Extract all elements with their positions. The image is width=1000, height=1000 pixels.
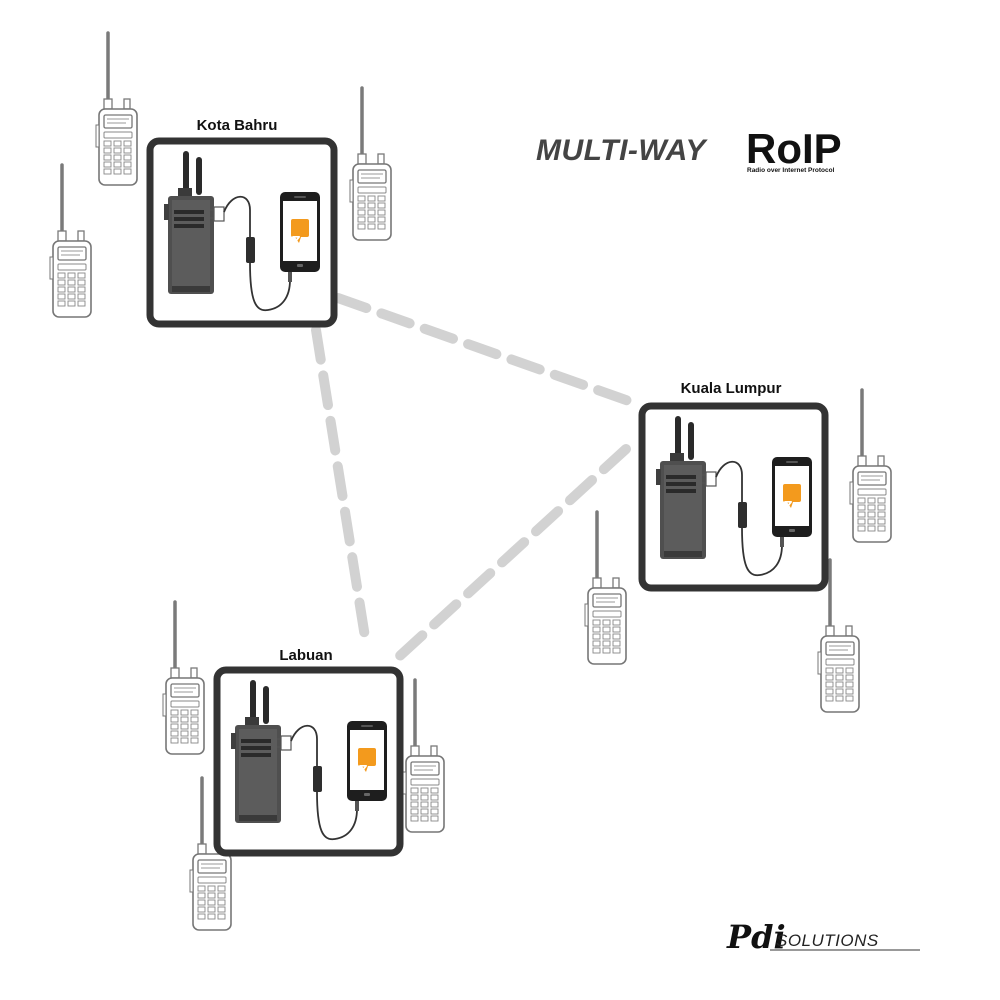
- handheld-radio-icon: [161, 600, 206, 756]
- diagram-title: MULTI-WAY RoIP Radio over Internet Proto…: [536, 125, 842, 174]
- link-kota-bahru-labuan: [311, 325, 370, 642]
- handheld-radio-icon: [583, 510, 628, 666]
- node-kota-bahru: Z Kota Bahru: [146, 117, 338, 328]
- handheld-radio-icon: [94, 31, 139, 187]
- app-icon-letter: Z: [783, 498, 792, 515]
- app-icon-letter: Z: [291, 233, 300, 250]
- title-subtitle: Radio over Internet Protocol: [747, 167, 835, 174]
- handheld-radio-icon: [848, 388, 893, 544]
- network-links: [311, 293, 645, 668]
- node-labuan: Z Labuan: [213, 647, 404, 857]
- link-kota-bahru-kuala-lumpur: [333, 293, 645, 410]
- title-multi-way: MULTI-WAY: [536, 134, 709, 167]
- node-label-kuala-lumpur: Kuala Lumpur: [681, 380, 782, 397]
- app-icon-letter: Z: [358, 762, 367, 779]
- node-label-labuan: Labuan: [279, 647, 332, 664]
- logo-text: SOLUTIONS: [776, 931, 879, 950]
- link-kuala-lumpur-labuan: [387, 444, 631, 668]
- node-kuala-lumpur: Z Kuala Lumpur: [638, 380, 829, 592]
- handheld-radio-icon: [48, 163, 93, 319]
- title-roip: RoIP: [746, 125, 842, 172]
- handheld-radio-icon: [348, 86, 393, 242]
- pdi-solutions-logo: Pdi SOLUTIONS: [726, 918, 920, 956]
- node-label-kota-bahru: Kota Bahru: [197, 117, 278, 134]
- handheld-radio-icon: [401, 678, 446, 834]
